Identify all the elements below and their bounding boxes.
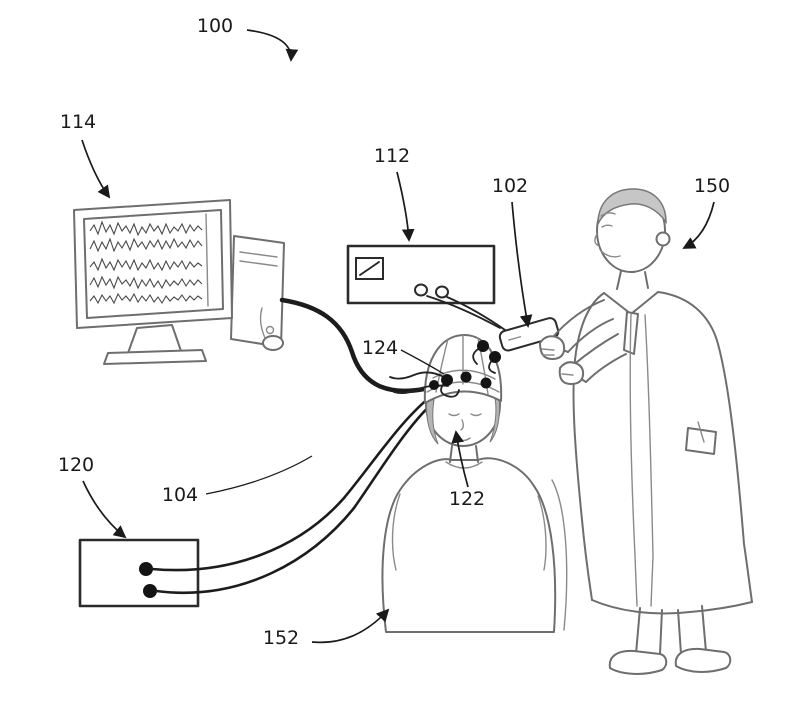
leader-124 [400,349,445,375]
lead-plug [143,584,157,598]
patient-face [448,413,482,442]
lead-wire [154,396,440,595]
patient-hair [489,395,500,443]
chair-back [551,479,568,631]
clinician-legs [608,605,732,675]
arrow-102 [511,201,533,328]
arrow-114 [81,139,111,199]
device-wire [446,296,509,333]
connector-port [414,283,428,297]
coat-pocket [685,427,717,455]
electrode [460,371,472,383]
interface-box-112 [346,244,509,333]
device-wire [426,295,501,329]
label-104: 104 [162,484,198,506]
label-100: 100 [197,15,233,37]
label-120: 120 [58,454,94,476]
electrode [477,340,489,352]
control-box-120 [78,392,440,608]
cable-104 [279,297,427,394]
computer-monitor [73,199,233,365]
arrow-152 [311,608,390,644]
electrode [441,374,453,386]
clinician-hand [558,361,585,385]
clinician-arm-lower [558,333,627,385]
clinician-face [594,212,621,258]
lab-coat [572,291,753,615]
scalp-electrodes [389,340,501,398]
lead-wire [150,392,436,572]
clinician-arm-upper [539,299,614,360]
display-needle [359,261,380,276]
patient [381,333,568,633]
label-152: 152 [263,627,299,649]
patient-hair [426,397,439,445]
lead-plug [139,562,153,576]
computer-mouse [259,307,284,351]
eeg-waveforms [89,213,209,307]
computer-workstation [73,199,285,365]
electrode [429,380,439,390]
clinician-neck [616,270,649,290]
label-150: 150 [694,175,730,197]
reference-labels: 100 114 112 102 150 124 104 120 122 152 [58,15,730,649]
label-122: 122 [449,488,485,510]
clinician-hand [539,335,566,360]
arrow-100 [246,29,299,62]
clinician [539,188,753,675]
shoe [608,649,668,675]
pocket-pen [697,421,705,443]
patient-torso [381,457,557,633]
patient-neck [449,445,479,463]
leader-104 [205,455,313,495]
label-114: 114 [60,111,96,133]
monitor-base [103,349,207,365]
monitor-stand [127,324,182,354]
label-102: 102 [492,175,528,197]
arrow-120 [82,480,127,539]
electrode-wire [389,371,445,380]
connector-port [435,285,449,299]
electrode [489,351,501,363]
collar [603,291,659,315]
electrode [480,377,492,389]
arrow-122 [451,430,469,488]
clinician-ear [655,231,671,247]
computer-tower [230,235,285,348]
label-124: 124 [362,337,398,359]
arrow-112 [396,171,415,242]
shoe [674,647,732,673]
clinician-hair [597,188,667,225]
arrow-150 [682,201,715,249]
label-112: 112 [374,145,410,167]
